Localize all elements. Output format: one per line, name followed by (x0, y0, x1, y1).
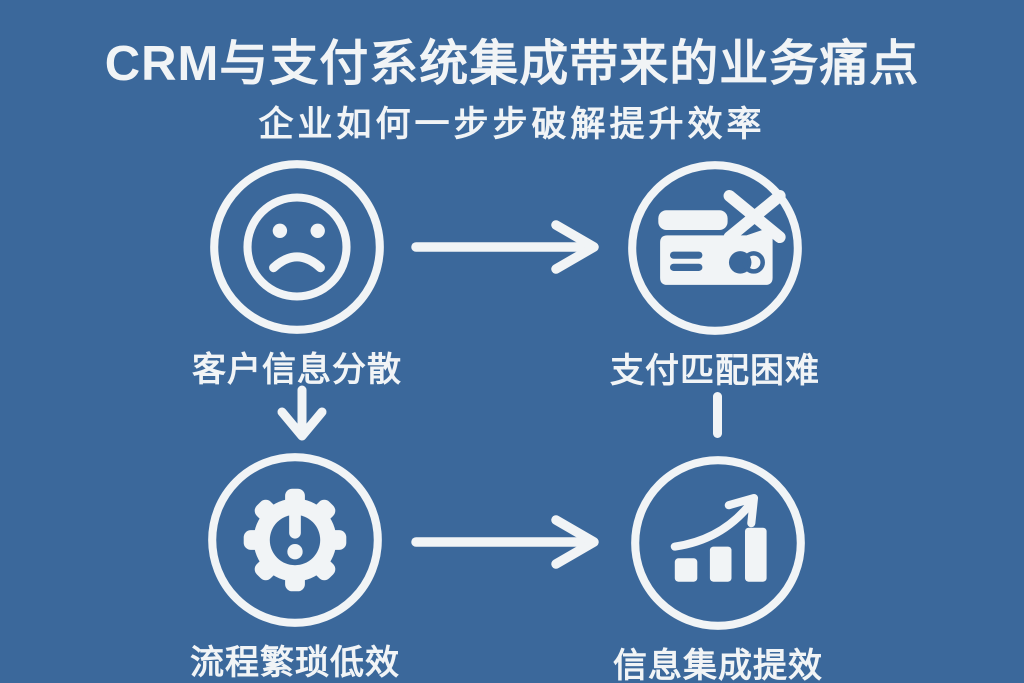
card-declined-icon (628, 161, 802, 335)
line-down-right (713, 392, 722, 438)
gear-alert-icon (208, 453, 382, 627)
node-info-integration-efficiency: 信息集成提效 (613, 453, 822, 683)
node-label: 信息集成提效 (613, 647, 823, 683)
page-subtitle: 企业如何一步步破解提升效率 (258, 105, 766, 144)
node-label: 支付匹配困难 (610, 352, 820, 390)
sad-face-icon (210, 160, 384, 334)
node-payment-matching-difficult: 支付匹配困难 (610, 158, 819, 392)
page-title: CRM与支付系统集成带来的业务痛点 (104, 37, 920, 91)
node-label: 流程繁琐低效 (190, 644, 400, 682)
node-label: 客户信息分散 (192, 351, 402, 389)
arrow-right-top (411, 220, 599, 274)
arrow-down-left (277, 385, 327, 441)
node-customer-info-scattered: 客户信息分散 (192, 157, 401, 391)
bar-chart-growth-icon (631, 456, 805, 630)
node-process-tedious-inefficient: 流程繁琐低效 (190, 450, 399, 683)
arrow-right-bottom (411, 515, 599, 569)
